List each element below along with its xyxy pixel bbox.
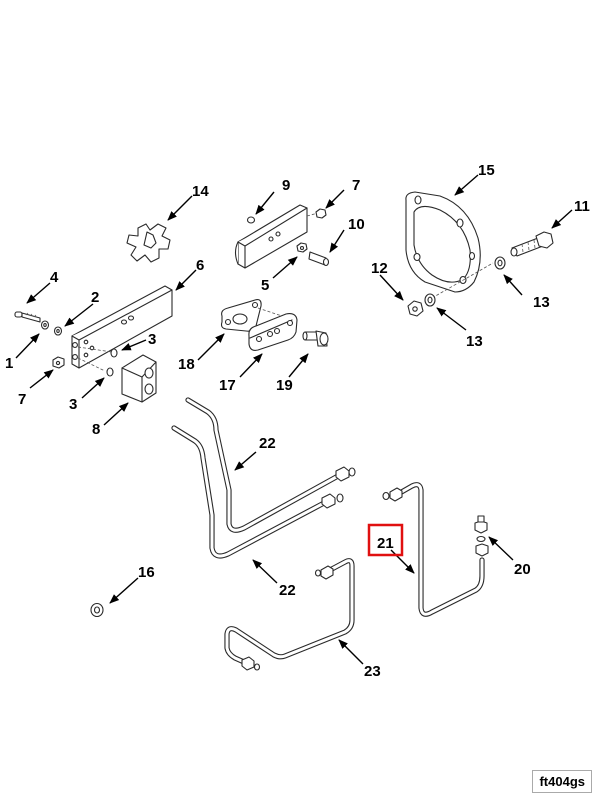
callout-6[interactable]: 6 [196, 257, 204, 274]
o-ring-lower-part[interactable] [106, 367, 114, 377]
callout-highlight-box [367, 523, 404, 557]
callout-12[interactable]: 12 [371, 260, 388, 277]
figure-id-label: ft404gs [532, 770, 592, 793]
nut-small-part[interactable] [90, 602, 104, 618]
washer-small-part[interactable] [53, 326, 63, 336]
callout-15[interactable]: 15 [478, 162, 495, 179]
callout-8[interactable]: 8 [92, 421, 100, 438]
locknut-part[interactable] [407, 300, 424, 317]
callout-17[interactable]: 17 [219, 377, 236, 394]
callout-11[interactable]: 11 [574, 198, 590, 215]
callout-19[interactable]: 19 [276, 377, 293, 394]
stud-part[interactable] [308, 251, 330, 267]
manifold-block-part[interactable] [121, 354, 157, 403]
capscrew-part[interactable] [14, 311, 41, 323]
bolt-flange-part[interactable] [510, 231, 554, 257]
callout-23[interactable]: 23 [364, 663, 381, 680]
callout-1[interactable]: 1 [5, 355, 13, 372]
callout-labels: 14 9 7 15 11 4 6 10 2 12 5 13 3 1 13 18 … [5, 162, 590, 680]
bracket-arm-part[interactable] [71, 285, 173, 369]
callout-2[interactable]: 2 [91, 289, 99, 306]
callout-3-lower[interactable]: 3 [69, 396, 77, 413]
tube-middle-part[interactable] [382, 482, 489, 617]
tube-lower-part[interactable] [171, 425, 344, 559]
callout-13-right[interactable]: 13 [533, 294, 550, 311]
adapter-plate-part[interactable] [248, 313, 298, 351]
tube-upper-part[interactable] [185, 397, 356, 533]
fitting-part[interactable] [474, 515, 488, 543]
callout-3-upper[interactable]: 3 [148, 331, 156, 348]
callout-9[interactable]: 9 [282, 177, 290, 194]
washer-plate-part[interactable] [296, 242, 308, 253]
callout-7-upper[interactable]: 7 [352, 177, 360, 194]
spider-coupling-part[interactable] [126, 223, 171, 263]
callout-5[interactable]: 5 [261, 277, 269, 294]
o-ring-plate-part[interactable] [246, 216, 256, 224]
gasket-part[interactable] [405, 191, 481, 293]
washer-right-part[interactable] [494, 256, 506, 270]
nut-upper-part[interactable] [315, 208, 327, 219]
leader-lines [15, 174, 573, 665]
callout-4[interactable]: 4 [50, 269, 59, 286]
callout-21[interactable]: 21 [377, 535, 394, 552]
tube-bottom-part[interactable] [224, 558, 355, 671]
plate-part[interactable] [234, 204, 308, 269]
banjo-bolt-part[interactable] [302, 330, 329, 347]
washer-left-part[interactable] [424, 293, 436, 307]
callout-22-lower[interactable]: 22 [279, 582, 296, 599]
callout-10[interactable]: 10 [348, 216, 365, 233]
callout-7-lower[interactable]: 7 [18, 391, 26, 408]
callout-20[interactable]: 20 [514, 561, 531, 578]
callout-22-upper[interactable]: 22 [259, 435, 276, 452]
callout-16[interactable]: 16 [138, 564, 155, 581]
callout-14[interactable]: 14 [192, 183, 209, 200]
nut-lower-part[interactable] [52, 356, 65, 369]
callout-13-left[interactable]: 13 [466, 333, 483, 350]
lockwasher-part[interactable] [40, 320, 50, 330]
callout-18[interactable]: 18 [178, 356, 195, 373]
o-ring-upper-part[interactable] [110, 348, 118, 358]
